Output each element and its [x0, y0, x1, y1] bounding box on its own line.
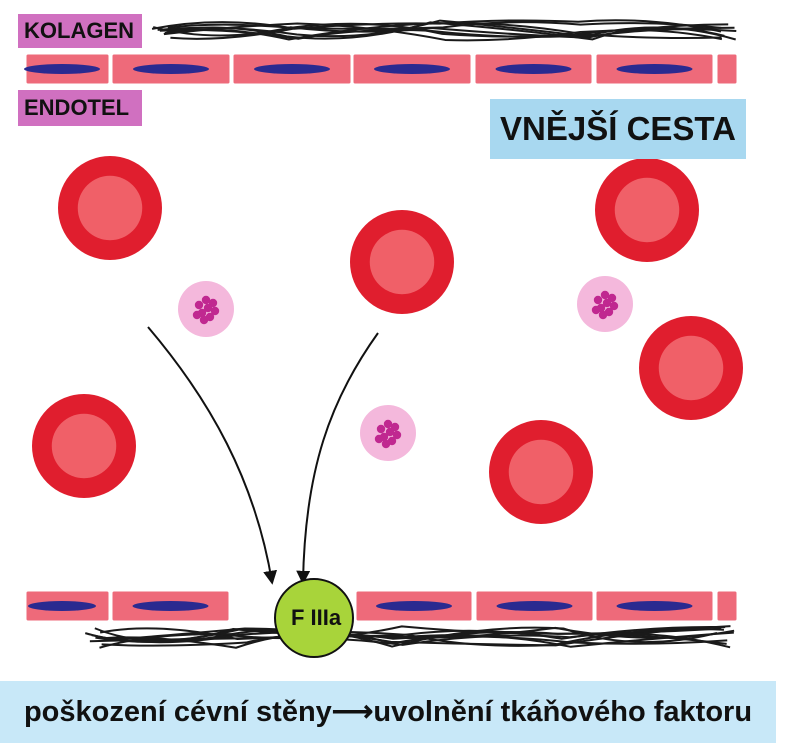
- platelet-granule-icon: [203, 303, 213, 313]
- endothelial-cell-icon: [716, 53, 738, 85]
- collagen-fiber-icon: [95, 626, 735, 643]
- platelet-granule-icon: [602, 298, 612, 308]
- platelet-granule-icon: [376, 424, 386, 434]
- platelet-granule-icon: [609, 301, 619, 311]
- bottom-collagen-fibers: [84, 625, 735, 649]
- nucleus-icon: [616, 64, 693, 74]
- platelet-granule-icon: [201, 295, 211, 305]
- platelet-granule-icon: [199, 315, 209, 325]
- rbc-center-icon: [508, 439, 574, 505]
- rbc-center-icon: [77, 175, 143, 241]
- top-endothelium: [24, 53, 738, 85]
- nucleus-icon: [132, 601, 209, 611]
- bottom-caption-background: [0, 681, 776, 743]
- nucleus-icon: [496, 601, 573, 611]
- collagen-fiber-icon: [99, 626, 718, 649]
- platelet-granule-icon: [383, 419, 393, 429]
- nucleus-icon: [24, 64, 100, 74]
- red-blood-cells: [32, 156, 743, 524]
- collagen-fiber-icon: [151, 19, 722, 33]
- collagen-fiber-icon: [170, 21, 722, 40]
- nucleus-icon: [495, 64, 572, 74]
- bottom-caption: poškození cévní stěny⟶uvolnění tkáňového…: [23, 696, 753, 728]
- collagen-fiber-icon: [157, 19, 737, 38]
- platelet-granule-icon: [385, 427, 395, 437]
- arrow-right-icon: [296, 332, 379, 585]
- arrow-left-icon: [147, 326, 278, 585]
- platelet-granule-icon: [598, 310, 608, 320]
- platelets: [178, 276, 633, 461]
- nucleus-icon: [374, 64, 450, 74]
- nucleus-icon: [28, 601, 96, 611]
- top-collagen-fibers: [151, 19, 737, 42]
- factor-iiia-circle: [274, 578, 354, 658]
- collagen-fiber-icon: [167, 22, 722, 40]
- kolagen-label-background: [18, 14, 142, 48]
- collagen-fiber-icon: [99, 627, 731, 649]
- platelet-granule-icon: [374, 434, 384, 444]
- collagen-fiber-icon: [101, 632, 728, 647]
- rbc-center-icon: [369, 229, 435, 295]
- nucleus-icon: [133, 64, 209, 74]
- nucleus-icon: [616, 601, 693, 611]
- platelet-granule-icon: [600, 290, 610, 300]
- platelet-granule-icon: [392, 430, 402, 440]
- title-background: [490, 99, 746, 159]
- endotel-label-background: [18, 90, 142, 126]
- endothelial-cell-icon: [716, 590, 738, 622]
- endotel-label: ENDOTEL: [24, 95, 130, 120]
- platelet-granule-icon: [192, 310, 202, 320]
- nucleus-icon: [376, 601, 452, 611]
- collagen-fiber-icon: [152, 23, 729, 39]
- factor-iiia-label: F IIIa: [290, 605, 342, 630]
- platelet-granule-icon: [591, 305, 601, 315]
- pathway-title: VNĚJŠÍ CESTA: [500, 110, 736, 147]
- platelet-granule-icon: [593, 295, 603, 305]
- bottom-endothelium: [25, 590, 738, 622]
- rbc-center-icon: [51, 413, 117, 479]
- nucleus-icon: [254, 64, 330, 74]
- rbc-center-icon: [614, 177, 680, 243]
- arrows: [147, 326, 379, 585]
- platelet-granule-icon: [381, 439, 391, 449]
- kolagen-label: KOLAGEN: [24, 18, 134, 43]
- rbc-center-icon: [658, 335, 724, 401]
- platelet-granule-icon: [194, 300, 204, 310]
- platelet-granule-icon: [210, 306, 220, 316]
